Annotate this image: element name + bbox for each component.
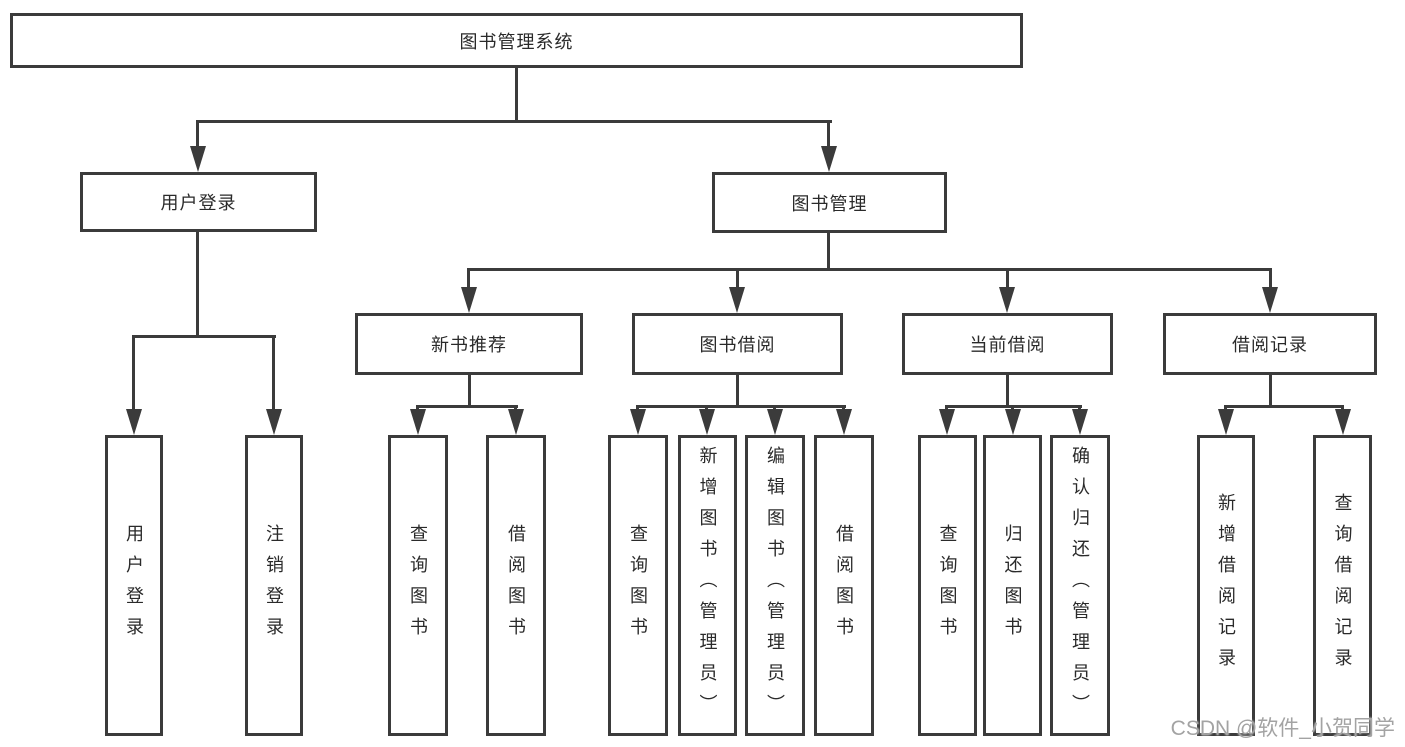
connector-line [1006, 268, 1009, 291]
connector-line [132, 335, 135, 411]
node-book-management: 图书管理 [712, 172, 947, 233]
leaf-query-books-3: 查询图书 [918, 435, 977, 736]
arrow-down-icon [410, 409, 426, 435]
arrow-down-icon [508, 409, 524, 435]
leaf-confirm-return-admin-label: 确认归还（管理员） [1070, 446, 1090, 725]
leaf-borrow-books-1: 借阅图书 [486, 435, 546, 736]
leaf-user-login: 用户登录 [105, 435, 163, 736]
leaf-query-books-3-label: 查询图书 [937, 523, 958, 648]
node-current-borrow-label: 当前借阅 [969, 335, 1046, 355]
node-user-login-label: 用户登录 [160, 193, 237, 213]
leaf-query-books-2: 查询图书 [608, 435, 668, 736]
connector-line [416, 405, 518, 408]
leaf-logout: 注销登录 [245, 435, 303, 736]
arrow-down-icon [767, 409, 783, 435]
arrow-down-icon [461, 287, 477, 313]
connector-line [736, 268, 739, 291]
connector-line [827, 120, 830, 148]
node-borrow-record: 借阅记录 [1163, 313, 1377, 375]
connector-line [468, 375, 471, 405]
connector-line [1006, 375, 1009, 405]
node-book-borrow: 图书借阅 [632, 313, 843, 375]
leaf-add-borrow-record: 新增借阅记录 [1197, 435, 1255, 736]
connector-line [736, 375, 739, 405]
arrow-down-icon [836, 409, 852, 435]
leaf-query-books-1-label: 查询图书 [408, 523, 428, 648]
leaf-borrow-books-2-label: 借阅图书 [834, 523, 854, 648]
node-new-book-recommend-label: 新书推荐 [431, 335, 507, 355]
leaf-user-login-label: 用户登录 [124, 523, 144, 648]
arrow-down-icon [821, 146, 837, 172]
arrow-down-icon [1262, 287, 1278, 313]
arrow-down-icon [1335, 409, 1351, 435]
node-book-management-label: 图书管理 [791, 193, 868, 214]
node-root: 图书管理系统 [10, 13, 1023, 68]
leaf-query-borrow-record: 查询借阅记录 [1313, 435, 1372, 736]
leaf-edit-book-admin-label: 编辑图书（管理员） [765, 446, 785, 725]
connector-line [1269, 375, 1272, 405]
connector-line [1269, 268, 1272, 291]
arrow-down-icon [630, 409, 646, 435]
arrow-down-icon [1072, 409, 1088, 435]
node-user-login: 用户登录 [80, 172, 317, 232]
leaf-add-book-admin-label: 新增图书（管理员） [697, 446, 718, 725]
connector-line [196, 120, 832, 123]
arrow-down-icon [729, 287, 745, 313]
leaf-edit-book-admin: 编辑图书（管理员） [745, 435, 805, 736]
leaf-return-book-label: 归还图书 [1002, 523, 1023, 648]
arrow-down-icon [190, 146, 206, 172]
connector-line [272, 335, 275, 411]
connector-line [515, 68, 518, 120]
connector-line [196, 232, 199, 335]
arrow-down-icon [699, 409, 715, 435]
connector-line [636, 405, 846, 408]
leaf-query-books-2-label: 查询图书 [628, 523, 648, 648]
connector-line [467, 268, 1272, 271]
connector-line [132, 335, 276, 338]
arrow-down-icon [126, 409, 142, 435]
node-new-book-recommend: 新书推荐 [355, 313, 583, 375]
leaf-logout-label: 注销登录 [264, 523, 284, 648]
leaf-confirm-return-admin: 确认归还（管理员） [1050, 435, 1110, 736]
leaf-borrow-books-1-label: 借阅图书 [506, 523, 526, 648]
node-current-borrow: 当前借阅 [902, 313, 1113, 375]
leaf-add-book-admin: 新增图书（管理员） [678, 435, 737, 736]
leaf-query-books-1: 查询图书 [388, 435, 448, 736]
connector-line [467, 268, 470, 291]
arrow-down-icon [1218, 409, 1234, 435]
node-borrow-record-label: 借阅记录 [1232, 335, 1308, 355]
node-root-label: 图书管理系统 [459, 31, 574, 52]
node-book-borrow-label: 图书借阅 [699, 335, 776, 355]
csdn-watermark: CSDN @软件_小贺同学 [1170, 717, 1395, 740]
connector-line [1224, 405, 1344, 408]
connector-line [196, 120, 199, 148]
leaf-return-book: 归还图书 [983, 435, 1042, 736]
arrow-down-icon [939, 409, 955, 435]
arrow-down-icon [999, 287, 1015, 313]
connector-line [827, 233, 830, 268]
leaf-borrow-books-2: 借阅图书 [814, 435, 874, 736]
leaf-query-borrow-record-label: 查询借阅记录 [1332, 492, 1353, 679]
arrow-down-icon [1005, 409, 1021, 435]
arrow-down-icon [266, 409, 282, 435]
leaf-add-borrow-record-label: 新增借阅记录 [1216, 492, 1236, 679]
